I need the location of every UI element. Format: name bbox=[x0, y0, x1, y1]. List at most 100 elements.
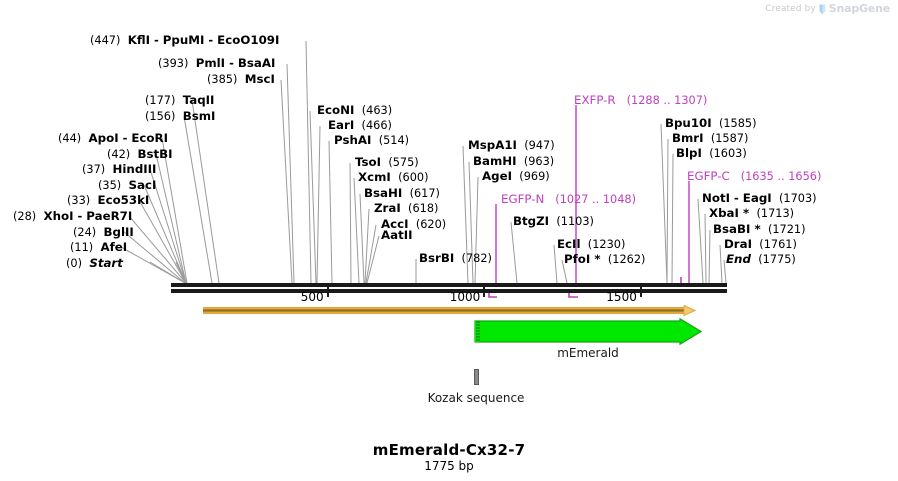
restriction-site-label[interactable]: (44) ApoI - EcoRI bbox=[58, 131, 169, 146]
enzyme-name[interactable]: BamHI bbox=[473, 154, 517, 168]
restriction-site-label[interactable]: BamHI (963) bbox=[473, 154, 554, 169]
enzyme-name[interactable]: BsaHI bbox=[364, 186, 403, 200]
restriction-site-label[interactable]: EcIl (1230) bbox=[557, 237, 625, 252]
restriction-site-label[interactable]: Bpu10I (1585) bbox=[665, 116, 757, 131]
site-position: (618) bbox=[408, 202, 439, 215]
enzyme-name[interactable]: BglII bbox=[103, 225, 134, 239]
backbone-orf-arrow[interactable] bbox=[203, 305, 696, 316]
enzyme-name[interactable]: BstBI bbox=[137, 147, 173, 161]
restriction-site-label[interactable]: NotI - EagI (1703) bbox=[702, 191, 817, 206]
restriction-site-label[interactable]: (24) BglII bbox=[73, 225, 134, 240]
restriction-site-label[interactable]: End (1775) bbox=[726, 252, 796, 267]
enzyme-name[interactable]: PfoI * bbox=[564, 252, 601, 266]
enzyme-name[interactable]: XcmI bbox=[358, 170, 391, 184]
mEmerald-cds-arrow[interactable] bbox=[474, 318, 702, 345]
enzyme-name[interactable]: TaqII bbox=[182, 93, 215, 107]
enzyme-name[interactable]: BsrBI bbox=[419, 251, 455, 265]
enzyme-name[interactable]: BtgZI bbox=[513, 214, 550, 228]
primer-label[interactable]: EXFP-R (1288 .. 1307) bbox=[574, 93, 707, 108]
restriction-site-label[interactable]: MspA1I (947) bbox=[468, 138, 555, 153]
restriction-site-label[interactable]: (385) MscI bbox=[207, 72, 275, 87]
enzyme-name[interactable]: MspA1I bbox=[468, 138, 517, 152]
restriction-site-label[interactable]: BmrI (1587) bbox=[672, 131, 748, 146]
site-position: (782) bbox=[461, 252, 492, 265]
restriction-site-label[interactable]: BlpI (1603) bbox=[676, 146, 747, 161]
enzyme-name[interactable]: BlpI bbox=[676, 146, 702, 160]
enzyme-name[interactable]: AccI bbox=[381, 217, 409, 231]
restriction-site-label[interactable]: (447) KflI - PpuMI - EcoO109I bbox=[90, 33, 280, 48]
restriction-site-label[interactable]: (28) XhoI - PaeR7I bbox=[13, 209, 133, 224]
primer-name[interactable]: EGFP-C bbox=[687, 169, 730, 183]
enzyme-name[interactable]: KflI bbox=[127, 33, 150, 47]
enzyme-name[interactable]: AgeI bbox=[482, 169, 512, 183]
restriction-site-label[interactable]: EcoNI (463) bbox=[317, 103, 392, 118]
restriction-site-label[interactable]: (33) Eco53kI bbox=[67, 193, 150, 208]
restriction-site-label[interactable]: PfoI * (1262) bbox=[564, 252, 646, 267]
restriction-site-label[interactable]: (393) PmlI - BsaAI bbox=[158, 56, 276, 71]
enzyme-name[interactable]: XhoI bbox=[43, 209, 74, 223]
restriction-site-label[interactable]: XbaI * (1713) bbox=[709, 206, 794, 221]
enzyme-name[interactable]: EcIl bbox=[557, 237, 581, 251]
site-position: (1262) bbox=[607, 253, 646, 266]
site-position: (1775) bbox=[758, 253, 796, 266]
enzyme-name[interactable]: EcoO109I bbox=[217, 33, 280, 47]
enzyme-name[interactable]: PaeR7I bbox=[86, 209, 133, 223]
enzyme-name[interactable]: EcoRI bbox=[131, 131, 169, 145]
restriction-site-label[interactable]: AccI (620) bbox=[381, 217, 446, 232]
site-position: (393) bbox=[158, 57, 189, 70]
enzyme-name[interactable]: EagI bbox=[742, 191, 772, 205]
primer-name[interactable]: EXFP-R bbox=[574, 93, 616, 107]
restriction-site-label[interactable]: XcmI (600) bbox=[358, 170, 428, 185]
restriction-site-label[interactable]: BsrBI (782) bbox=[419, 251, 492, 266]
enzyme-name[interactable]: PmlI bbox=[195, 56, 226, 70]
enzyme-name[interactable]: SacI bbox=[128, 178, 157, 192]
restriction-site-label[interactable]: BsaHI (617) bbox=[364, 186, 440, 201]
restriction-site-label[interactable]: (11) AfeI bbox=[70, 240, 128, 255]
enzyme-name[interactable]: HindIII bbox=[112, 162, 157, 176]
enzyme-name[interactable]: XbaI * bbox=[709, 206, 750, 220]
enzyme-name[interactable]: BsaBI * bbox=[713, 222, 761, 236]
site-position: (177) bbox=[145, 94, 176, 107]
primer-label[interactable]: EGFP-N (1027 .. 1048) bbox=[501, 192, 636, 207]
kozak-sequence-marker[interactable] bbox=[474, 369, 479, 385]
restriction-site-label[interactable]: TsoI (575) bbox=[355, 155, 419, 170]
restriction-site-label[interactable]: (156) BsmI bbox=[145, 109, 216, 124]
enzyme-name[interactable]: MscI bbox=[244, 72, 275, 86]
enzyme-name[interactable]: BsmI bbox=[182, 109, 216, 123]
restriction-site-label[interactable]: EarI (466) bbox=[328, 118, 392, 133]
enzyme-name[interactable]: BsaAI bbox=[237, 56, 276, 70]
restriction-site-label[interactable]: PshAI (514) bbox=[334, 133, 409, 148]
enzyme-name[interactable]: EcoNI bbox=[317, 103, 355, 117]
restriction-site-label[interactable]: (37) HindIII bbox=[82, 162, 157, 177]
backbone-strand-top bbox=[171, 283, 727, 287]
enzyme-name[interactable]: PshAI bbox=[334, 133, 372, 147]
restriction-site-label[interactable]: AatII bbox=[381, 228, 413, 243]
enzyme-name[interactable]: PpuMI bbox=[162, 33, 205, 47]
restriction-site-label[interactable]: BsaBI * (1721) bbox=[713, 222, 806, 237]
restriction-site-label[interactable]: ZraI (618) bbox=[374, 201, 439, 216]
enzyme-name[interactable]: AatII bbox=[381, 228, 413, 242]
primer-label[interactable]: EGFP-C (1635 .. 1656) bbox=[687, 169, 821, 184]
restriction-site-label[interactable]: (42) BstBI bbox=[107, 147, 173, 162]
restriction-site-label[interactable]: BtgZI (1103) bbox=[513, 214, 594, 229]
primer-range: (1027 .. 1048) bbox=[555, 193, 636, 206]
enzyme-name[interactable]: Start bbox=[89, 256, 123, 270]
restriction-site-label[interactable]: (0) Start bbox=[66, 256, 123, 271]
enzyme-name[interactable]: ZraI bbox=[374, 201, 401, 215]
enzyme-name[interactable]: NotI bbox=[702, 191, 731, 205]
restriction-site-label[interactable]: (177) TaqII bbox=[145, 93, 215, 108]
enzyme-name[interactable]: Bpu10I bbox=[665, 116, 712, 130]
site-position: (0) bbox=[66, 257, 83, 270]
enzyme-name[interactable]: BmrI bbox=[672, 131, 704, 145]
restriction-site-label[interactable]: DraI (1761) bbox=[724, 237, 797, 252]
enzyme-name[interactable]: DraI bbox=[724, 237, 752, 251]
enzyme-name[interactable]: AfeI bbox=[100, 240, 128, 254]
enzyme-name[interactable]: TsoI bbox=[355, 155, 381, 169]
restriction-site-label[interactable]: (35) SacI bbox=[98, 178, 157, 193]
enzyme-name[interactable]: End bbox=[726, 252, 751, 266]
enzyme-name[interactable]: Eco53kI bbox=[97, 193, 150, 207]
restriction-site-label[interactable]: AgeI (969) bbox=[482, 169, 550, 184]
primer-name[interactable]: EGFP-N bbox=[501, 192, 545, 206]
enzyme-name[interactable]: EarI bbox=[328, 118, 355, 132]
enzyme-name[interactable]: ApoI bbox=[88, 131, 119, 145]
